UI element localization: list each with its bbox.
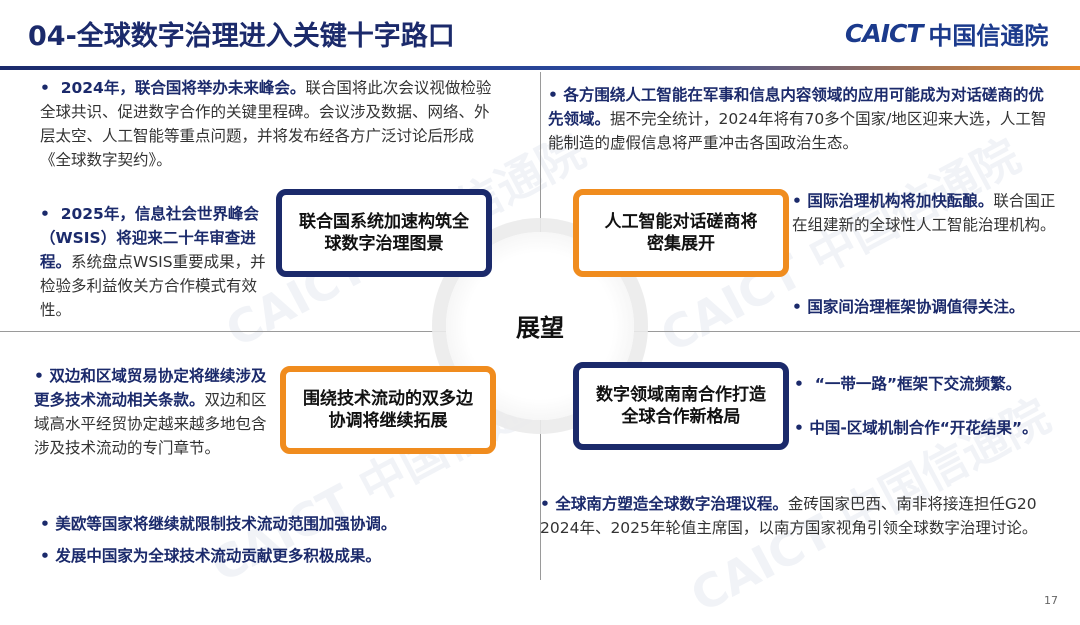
br-item-3: • 全球南方塑造全球数字治理议程。金砖国家巴西、南非将接连担任G20 2024年…: [540, 492, 1055, 540]
page-title: 04-全球数字治理进入关键十字路口: [28, 21, 455, 52]
bullet: •: [792, 192, 808, 210]
bullet: •: [40, 515, 56, 533]
tl-item-1: • 2024年，联合国将举办未来峰会。联合国将此次会议视做检验全球共识、促进数字…: [40, 76, 492, 172]
logo-cn: 中国信通院: [928, 21, 1049, 50]
vertical-divider-bottom: [540, 420, 541, 580]
bl-item-3-bold: 发展中国家为全球技术流动贡献更多积极成果。: [55, 547, 381, 565]
bl-item-1-text: 双边和区域高水平经贸协定越来越多地包含涉及技术流动的专门章节。: [34, 391, 267, 457]
header-divider: [0, 66, 1080, 70]
bl-item-2: • 美欧等国家将继续就限制技术流动范围加强协调。: [40, 512, 500, 536]
box-un-system: 联合国系统加速构筑全球数字治理图景: [276, 189, 492, 277]
tr-item-3-bold: 国家间治理框架协调值得关注。: [807, 298, 1025, 316]
tl-item-1-bold: 2024年，联合国将举办未来峰会。: [60, 79, 306, 97]
box-south-south: 数字领域南南合作打造全球合作新格局: [573, 362, 789, 450]
bullet: •: [34, 367, 50, 385]
caict-logo: CAICT 中国信通院: [845, 16, 1048, 50]
tl-item-2-bold: 2025年，信息社会世界峰会（WSIS）将迎来二十年审查进程。: [40, 205, 259, 271]
box-ai-dialogue: 人工智能对话磋商将密集展开: [573, 189, 789, 277]
bullet: •: [792, 298, 808, 316]
tl-item-2-text: 系统盘点WSIS重要成果，并检验多利益攸关方合作模式有效性。: [40, 253, 266, 319]
bullet: •: [40, 205, 61, 223]
br-item-2: • 中国-区域机制合作“开花结果”。: [794, 416, 1078, 440]
bullet: •: [540, 495, 556, 513]
horizontal-divider-left: [0, 331, 446, 332]
bullet: •: [794, 419, 810, 437]
br-item-1: • “一带一路”框架下交流频繁。: [794, 372, 1074, 396]
bullet: •: [40, 547, 56, 565]
tr-item-2-bold: 国际治理机构将加快酝酿。: [807, 192, 994, 210]
box-south-south-label: 数字领域南南合作打造全球合作新格局: [596, 385, 766, 427]
br-item-3-bold: 全球南方塑造全球数字治理议程。: [555, 495, 788, 513]
bl-item-1-bold: 双边和区域贸易协定将继续涉及更多技术流动相关条款。: [34, 367, 267, 409]
tr-item-1: • 各方围绕人工智能在军事和信息内容领域的应用可能成为对话磋商的优先领域。据不完…: [548, 83, 1058, 155]
br-item-3-text: 金砖国家巴西、南非将接连担任G20 2024年、2025年轮值主席国，以南方国家…: [540, 495, 1038, 537]
br-item-2-bold: 中国-区域机制合作“开花结果”。: [809, 419, 1038, 437]
tl-item-2: • 2025年，信息社会世界峰会（WSIS）将迎来二十年审查进程。系统盘点WSI…: [40, 202, 272, 322]
bullet: •: [548, 86, 564, 104]
bullet: •: [794, 375, 815, 393]
tl-item-1-text: 联合国将此次会议视做检验全球共识、促进数字合作的关键里程碑。会议涉及数据、网络、…: [40, 79, 492, 169]
page-number: 17: [1044, 594, 1058, 607]
br-item-1-bold: “一带一路”框架下交流频繁。: [814, 375, 1022, 393]
center-label: 展望: [516, 314, 564, 342]
vertical-divider-top: [540, 72, 541, 232]
box-ai-dialogue-label: 人工智能对话磋商将密集展开: [604, 212, 758, 254]
tr-item-2-text: 联合国正在组建新的全球性人工智能治理机构。: [792, 192, 1056, 234]
box-tech-flow-label: 围绕技术流动的双多边协调将继续拓展: [303, 389, 473, 431]
tr-item-1-bold: 各方围绕人工智能在军事和信息内容领域的应用可能成为对话磋商的优先领域。: [548, 86, 1044, 128]
tr-item-1-text: 据不完全统计，2024年将有70多个国家/地区迎来大选，人工智能制造的虚假信息将…: [548, 110, 1047, 152]
bullet: •: [40, 79, 61, 97]
bl-item-2-bold: 美欧等国家将继续就限制技术流动范围加强协调。: [55, 515, 397, 533]
bl-item-1: • 双边和区域贸易协定将继续涉及更多技术流动相关条款。双边和区域高水平经贸协定越…: [34, 364, 274, 460]
logo-en: CAICT: [845, 18, 923, 48]
bl-item-3: • 发展中国家为全球技术流动贡献更多积极成果。: [40, 544, 500, 568]
box-un-system-label: 联合国系统加速构筑全球数字治理图景: [299, 212, 469, 254]
tr-item-2: • 国际治理机构将加快酝酿。联合国正在组建新的全球性人工智能治理机构。: [792, 189, 1062, 237]
horizontal-divider-right: [634, 331, 1080, 332]
box-tech-flow: 围绕技术流动的双多边协调将继续拓展: [280, 366, 496, 454]
tr-item-3: • 国家间治理框架协调值得关注。: [792, 295, 1072, 319]
